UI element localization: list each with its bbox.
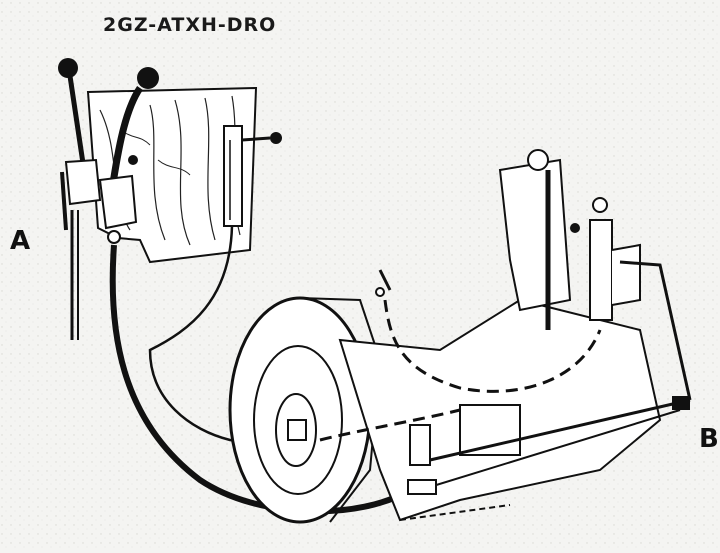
lever-a-knob — [58, 58, 78, 78]
callout-b-label: B — [699, 424, 719, 454]
pivot-bolt — [128, 155, 138, 165]
callout-a-label: A — [10, 226, 31, 256]
cable-thin — [148, 225, 251, 444]
cable-connector-low — [407, 479, 437, 495]
lever-a — [58, 58, 102, 340]
throttle-knob — [270, 132, 282, 144]
lever-main — [98, 67, 159, 244]
throttle-lever — [223, 125, 282, 227]
engine-block — [338, 149, 692, 522]
cable-thick — [109, 244, 412, 515]
control-cables — [109, 225, 412, 515]
top-knob — [527, 149, 549, 171]
diagram-code-label: 2GZ-ATXH-DRO — [103, 14, 277, 36]
cable-mount-bolt — [107, 230, 121, 244]
lever-main-knob — [137, 67, 159, 89]
hidden-cable-route — [319, 269, 602, 442]
hub-nut — [287, 419, 307, 441]
cable-connector-b — [672, 396, 690, 410]
flywheel — [228, 296, 382, 524]
